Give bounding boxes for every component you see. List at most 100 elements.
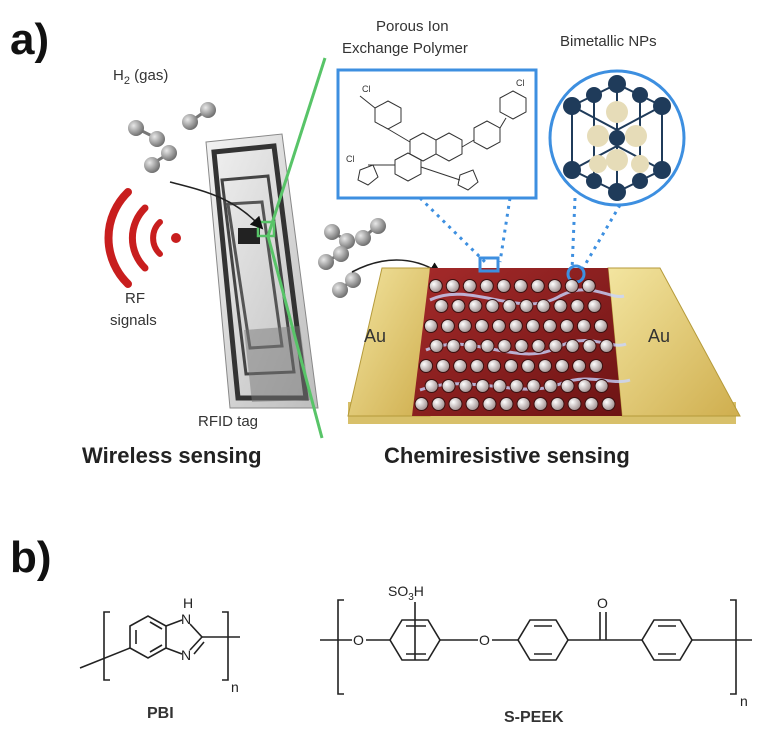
panel-a-label: a) [10,15,49,64]
speek-so3h: SO3H [388,583,424,603]
nanoparticle [508,319,523,333]
h2-molecules-right [318,218,386,298]
speek-name: S-PEEK [504,709,564,726]
nanoparticle [480,339,495,353]
nanoparticle [530,279,545,293]
nanoparticle [533,397,548,411]
polymer-highlight [478,256,500,273]
nanoparticle [492,379,507,393]
rf-label-line2: signals [110,312,157,329]
polymer-structure-box [336,68,538,200]
nanoparticle [589,359,604,373]
nanoparticle [482,397,497,411]
nanoparticle [502,299,517,313]
polymer-label-line2: Exchange Polymer [342,40,468,57]
rf-signal-icon [104,188,181,288]
rf-label-line1: RF [125,290,145,307]
pbi-nh: H [183,595,193,611]
nanoparticle [504,359,519,373]
nanoparticle [599,339,614,353]
speek-o1: O [353,632,364,648]
rfid-label: RFID tag [198,413,258,430]
nanoparticle [570,299,585,313]
nanoparticle [587,299,602,313]
nanoparticle [457,319,472,333]
nps-label: Bimetallic NPs [560,33,657,50]
nanoparticle [434,299,449,313]
nanoparticle [491,319,506,333]
nanoparticle [521,359,536,373]
dotted-zoom-lines [418,196,622,271]
nanoparticle [542,319,557,333]
nanoparticle [576,319,591,333]
nanoparticles [414,279,616,411]
nanoparticle [485,299,500,313]
nanoparticle [479,279,494,293]
nanoparticle [453,359,468,373]
np-cluster [563,75,671,201]
nanoparticle [543,379,558,393]
nanoparticle [462,279,477,293]
speek-n-repeat: n [740,693,748,709]
nanoparticle [553,299,568,313]
polymer-cl-3: Cl [516,78,525,88]
polymer-label-line1: Porous Ion [376,18,449,35]
nanoparticle [577,379,592,393]
gas-label: H2 (gas) [113,67,168,87]
nanoparticle [582,339,597,353]
polymer-cl-1: Cl [362,84,371,94]
nanoparticle [564,279,579,293]
nanoparticle [440,319,455,333]
nanoparticle [526,379,541,393]
nanoparticle [468,299,483,313]
nanoparticle [496,279,511,293]
electrode-right [607,267,741,417]
rfid-tag [205,133,319,409]
nanoparticle [565,339,580,353]
nanoparticle [436,359,451,373]
nanoparticle [474,319,489,333]
nanoparticle [465,397,480,411]
nanoparticle [470,359,485,373]
h2-molecules-left [128,102,216,173]
nanoparticle [550,397,565,411]
electrode-right-label: Au [648,326,670,346]
polymer-cl-2: Cl [346,154,355,164]
nanoparticle [441,379,456,393]
zoom-line-bottom [266,235,324,439]
nanoparticle [593,319,608,333]
electrode-left-label: Au [364,326,386,346]
nanoparticle [547,279,562,293]
caption-wireless: Wireless sensing [82,443,262,468]
nanoparticle [499,397,514,411]
nanoparticle [428,279,443,293]
pbi-n1: N [181,611,191,627]
nanoparticle [581,279,596,293]
nanoparticle [446,339,461,353]
nanoparticle [463,339,478,353]
zoom-line-top [266,57,327,237]
polymer-structure [357,90,527,191]
nanoparticle [451,299,466,313]
nanoparticle [448,397,463,411]
speek-carbonyl: O [597,595,608,611]
nanoparticle [424,379,439,393]
nanoparticle [513,279,528,293]
nanoparticle [536,299,551,313]
nanoparticle [431,397,446,411]
pbi-structure: N H N n [79,595,240,695]
speek-o2: O [479,632,490,648]
nanoparticle [519,299,534,313]
nanoparticle [475,379,490,393]
gas-arrow-tag [169,181,264,230]
nanoparticle [487,359,502,373]
nanoparticle [531,339,546,353]
pbi-n2: N [181,647,191,663]
nanoparticle [594,379,609,393]
nanoparticle [414,397,429,411]
caption-chemiresistive: Chemiresistive sensing [384,443,630,468]
nanoparticle [497,339,512,353]
nanoparticle [429,339,444,353]
